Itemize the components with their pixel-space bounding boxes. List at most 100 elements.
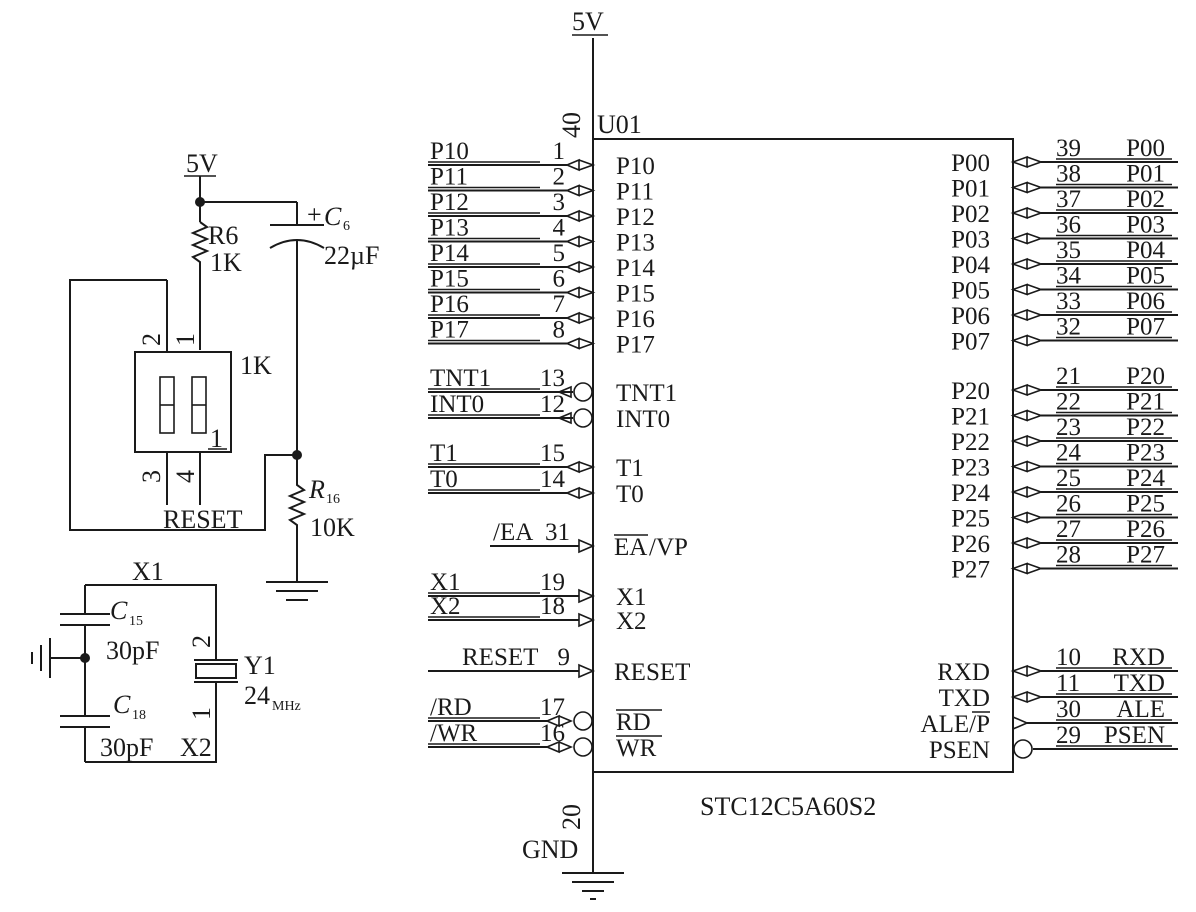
- c6-subscript: 6: [343, 219, 350, 234]
- pin-number: 39: [1056, 135, 1081, 162]
- bidir-arrow-icon: [1010, 334, 1044, 347]
- pin-number: 22: [1056, 389, 1081, 416]
- pin-net-label: P22: [1126, 414, 1165, 441]
- bidir-arrow-icon: [564, 184, 596, 197]
- pin-net-label: P10: [430, 138, 469, 165]
- y1-body: [195, 663, 237, 679]
- pin-number: 2: [553, 164, 566, 191]
- pin-number: 31: [545, 519, 570, 546]
- pin-net-label: P23: [1126, 440, 1165, 467]
- pin-net-label: P12: [430, 189, 469, 216]
- pin-name-P06: P06: [951, 303, 990, 330]
- pin-name-P26: P26: [951, 531, 990, 558]
- pin-net-label: P06: [1126, 288, 1165, 315]
- pin-name-P02: P02: [951, 201, 990, 228]
- pin-name-ALEP: ALE/P: [921, 711, 990, 738]
- r16-subscript: 16: [326, 492, 340, 507]
- pin-name-P13: P13: [616, 230, 655, 257]
- crystal-circuit: X1 X2 C 15 30pF C 18 30pF 2 1: [31, 557, 301, 763]
- output-arrow-icon: [1012, 715, 1030, 731]
- c18-subscript: 18: [132, 708, 146, 723]
- r6-designator: R6: [208, 221, 238, 250]
- input-arrow-icon: [578, 538, 596, 554]
- output-arrow-icon: [556, 385, 572, 399]
- pin-net-label: P07: [1126, 314, 1165, 341]
- pin-number: 25: [1056, 465, 1081, 492]
- pin-net-label: P24: [1126, 465, 1165, 492]
- pin-net-label: P15: [430, 266, 469, 293]
- pin-net-label: T1: [430, 440, 458, 467]
- r16-designator: R: [308, 475, 325, 504]
- pin-net-label: /EA: [493, 519, 533, 546]
- crystal-top-wire: [85, 584, 217, 655]
- pin-name-P25: P25: [951, 506, 990, 533]
- pin-net-label: P26: [1126, 516, 1165, 543]
- button-pin-3: 3: [137, 470, 166, 483]
- pin-number: 10: [1056, 644, 1081, 671]
- mcu-gnd-pin-number: 20: [557, 804, 586, 830]
- c6-value: 22µF: [324, 241, 379, 270]
- pin-name-P07: P07: [951, 329, 990, 356]
- reset-button-pin-marker: 1: [210, 424, 223, 453]
- pin-number: 28: [1056, 542, 1081, 569]
- y1-pin-bottom: 1: [187, 707, 216, 720]
- bidir-arrow-icon: [1010, 664, 1044, 678]
- pin-name-P15: P15: [616, 281, 655, 308]
- r6-resistor: [190, 221, 210, 350]
- pin-number: 17: [540, 694, 565, 721]
- pin-number: 38: [1056, 161, 1081, 188]
- mcu-vcc-pin-number: 40: [557, 112, 586, 138]
- pin-name-P24: P24: [951, 480, 990, 507]
- pin-number: 27: [1056, 516, 1081, 543]
- pin-number: 34: [1056, 263, 1082, 290]
- pin-name-P20: P20: [951, 378, 990, 405]
- pin-number: 5: [553, 240, 566, 267]
- pin-number: 12: [540, 391, 565, 418]
- pin-net-label: P13: [430, 215, 469, 242]
- pin-name-P23: P23: [951, 455, 990, 482]
- pin-name-INT0: INT0: [616, 406, 670, 433]
- pin-net-label: TNT1: [430, 365, 491, 392]
- bidir-arrow-icon: [1010, 155, 1044, 169]
- bidir-arrow-icon: [1010, 232, 1044, 245]
- pin-P21-row: 22 P21: [1010, 389, 1178, 422]
- reset-ground-symbol: [266, 581, 328, 601]
- pin-net-label: TXD: [1114, 670, 1165, 697]
- pin-number: 19: [540, 569, 565, 596]
- mcu-gnd-label: GND: [522, 835, 578, 864]
- pin-net-label: P21: [1126, 389, 1165, 416]
- bidir-arrow-icon: [1010, 383, 1044, 397]
- reset-button-body[interactable]: [134, 351, 232, 453]
- mcu-part-number: STC12C5A60S2: [700, 792, 876, 821]
- c18-value: 30pF: [100, 733, 153, 762]
- pin-name-X2: X2: [616, 608, 647, 635]
- pin-number: 33: [1056, 288, 1081, 315]
- bidir-arrow-icon: [564, 337, 596, 350]
- c6-plus-sign: +: [307, 200, 322, 229]
- inversion-bubble-icon: [573, 382, 593, 402]
- r6-value: 1K: [210, 248, 242, 277]
- pin-name-P05: P05: [951, 278, 990, 305]
- reset-vcc-label: 5V: [186, 149, 218, 178]
- pin-number: 32: [1056, 314, 1081, 341]
- pin-net-label: RESET: [462, 644, 538, 671]
- pin-net-label: P25: [1126, 491, 1165, 518]
